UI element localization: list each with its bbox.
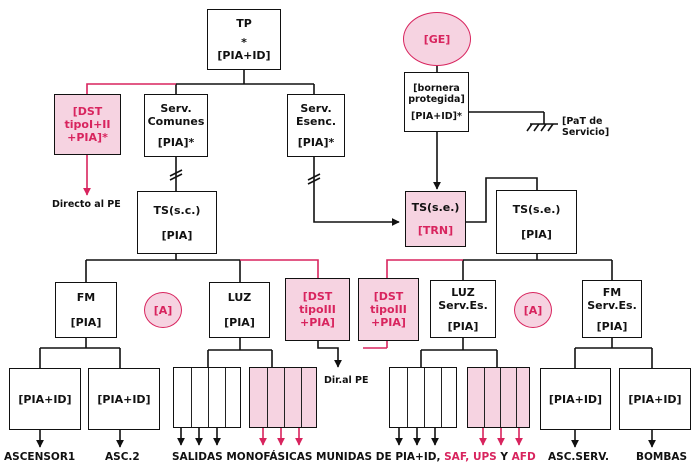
luz-serv-device: [PIA] [447,319,479,333]
bombas-device: [PIA+ID] [628,392,682,406]
directo-pe-label: Directo al PE [52,199,121,210]
dst-right-line1: [DST [373,290,404,303]
ts-se-trn-box: TS(s.e.) [TRN] [405,191,466,247]
salidas-panel-left [173,367,241,428]
dst-main-line3: +PIA]* [67,131,108,144]
luz-serv-box: LUZ Serv.Es. [PIA] [430,280,496,338]
fm-box: FM [PIA] [55,282,117,338]
ts-sc-title: TS(s.c.) [153,203,201,217]
serv-esenc-line2: Esenc. [295,115,337,128]
dst-right-line3: +PIA] [371,316,406,329]
dst-main-line1: [DST [72,105,103,118]
ascserv-device: [PIA+ID] [548,392,603,406]
bornera-line2: protegida] [408,93,465,105]
serv-esenc-box: Serv. Esenc. [PIA]* [287,94,345,157]
dst-right-box: [DST tipoIII +PIA] [358,278,419,341]
luz-box: LUZ [PIA] [209,282,270,338]
a-right-circle: [A] [514,292,552,328]
saf-text: SAF, [444,451,470,463]
tp-box: TP * [PIA+ID] [207,9,281,70]
ascensor1-device: [PIA+ID] [18,392,72,406]
tp-device: [PIA+ID] [217,49,271,62]
salidas-label: SALIDAS MONOFÁSICAS MUNIDAS DE PIA+ID, S… [172,451,536,463]
fm-device: [PIA] [70,316,102,329]
serv-esenc-device: [PIA]* [297,136,335,149]
a-right-label: [A] [523,303,543,317]
ge-label: [GE] [423,32,451,46]
luz-serv-line1: LUZ [451,285,475,299]
ts-se-device: [PIA] [521,228,552,241]
dst-right-line2: tipoIII [370,303,407,316]
a-left-circle: [A] [144,292,182,328]
ups-text: UPS [472,451,497,463]
salidas-text: SALIDAS MONOFÁSICAS MUNIDAS DE PIA+ID, [172,451,441,463]
fm-serv-line1: FM [602,285,622,299]
ge-circle: [GE] [403,12,471,66]
serv-comunes-line2: Comunes [147,115,205,128]
ascserv-box: [PIA+ID] [540,368,611,430]
dst-main-box: [DST tipoI+II +PIA]* [54,94,121,155]
dir-pe-label: Dir.al PE [324,375,369,386]
dst-left-line2: tipoIII [299,303,336,316]
serv-comunes-line1: Serv. [160,102,192,115]
luz-title: LUZ [227,291,252,304]
fm-serv-device: [PIA] [596,319,628,333]
bombas-label: BOMBAS [636,451,688,463]
ts-se-trn-device: [TRN] [417,224,454,237]
luz-serv-line2: Serv.Es. [438,298,488,312]
afd-text: AFD [511,451,536,463]
fm-title: FM [76,291,96,304]
tp-title: TP [236,17,252,30]
ts-se-title: TS(s.e.) [512,203,561,216]
dst-left-line3: +PIA] [300,316,335,329]
ts-se-box: TS(s.e.) [PIA] [496,190,577,254]
fm-serv-line2: Serv.Es. [587,298,637,312]
asc2-box: [PIA+ID] [88,368,160,430]
tp-star: * [241,36,247,49]
salidas-panel-right [389,367,457,428]
fm-serv-box: FM Serv.Es. [PIA] [582,280,642,338]
dst-left-line1: [DST [302,290,333,303]
dst-main-line2: tipoI+II [64,118,111,131]
a-left-label: [A] [153,303,173,317]
ascensor1-box: [PIA+ID] [9,368,81,430]
bornera-device: [PIA+ID]* [411,110,462,122]
asc2-device: [PIA+ID] [97,392,151,406]
y-text: Y [500,451,509,463]
asc2-label: ASC.2 [105,451,140,463]
ts-se-trn-title: TS(s.e.) [411,201,460,214]
bombas-box: [PIA+ID] [619,368,691,430]
ascensor1-label: ASCENSOR1 [4,451,76,463]
ts-sc-box: TS(s.c.) [PIA] [137,191,217,254]
salidas-panel-right-pink [467,367,530,428]
luz-device: [PIA] [224,316,255,329]
serv-esenc-line1: Serv. [300,102,332,115]
ts-sc-device: [PIA] [161,228,193,242]
bornera-line1: [bornera [413,82,460,94]
serv-comunes-box: Serv. Comunes [PIA]* [144,94,208,157]
ascserv-label: ASC.SERV. [548,451,609,463]
pat-label: [PaT de Servicio] [562,116,610,138]
dst-left-box: [DST tipoIII +PIA] [285,278,350,341]
serv-comunes-device: [PIA]* [157,136,195,149]
salidas-panel-left-pink [249,367,317,428]
bornera-box: [bornera protegida] [PIA+ID]* [404,72,469,132]
